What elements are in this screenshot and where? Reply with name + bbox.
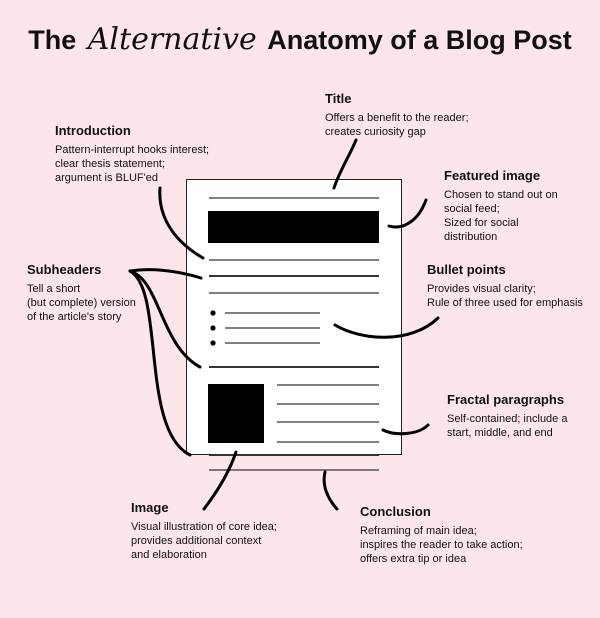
image-connector [202,450,238,511]
subheaders-connector-3 [128,269,192,457]
label-image: Image Visual illustration of core idea; … [131,500,277,562]
title-accent: Alternative [87,22,257,57]
doc-featured-image-block [208,211,379,243]
subheaders-connector-2 [128,269,202,369]
label-subheaders: Subheaders Tell a short (but complete) v… [27,262,136,324]
introduction-connector [158,186,205,260]
fractal-paragraphs-connector [381,423,430,436]
label-featured-image: Featured image Chosen to stand out on so… [444,168,558,244]
title-post: Anatomy of a Blog Post [267,25,572,55]
label-title: Title Offers a benefit to the reader; cr… [325,91,469,139]
title-connector [332,138,358,190]
label-introduction: Introduction Pattern-interrupt hooks int… [55,123,210,185]
featured-image-connector [387,198,428,229]
label-fractal-paragraphs: Fractal paragraphs Self-contained; inclu… [447,392,568,440]
label-conclusion: Conclusion Reframing of main idea; inspi… [360,504,523,566]
doc-bullet-dot-3 [210,340,216,346]
doc-image-block [208,384,264,443]
bullet-points-connector [333,316,440,339]
conclusion-connector [322,470,339,511]
doc-bullet-dot-1 [210,310,216,316]
subheaders-connector-1 [128,268,203,280]
page-title: The Alternative Anatomy of a Blog Post [0,22,600,57]
title-pre: The [28,25,77,55]
doc-bullet-dot-2 [210,325,216,331]
label-bullet-points: Bullet points Provides visual clarity; R… [427,262,583,310]
